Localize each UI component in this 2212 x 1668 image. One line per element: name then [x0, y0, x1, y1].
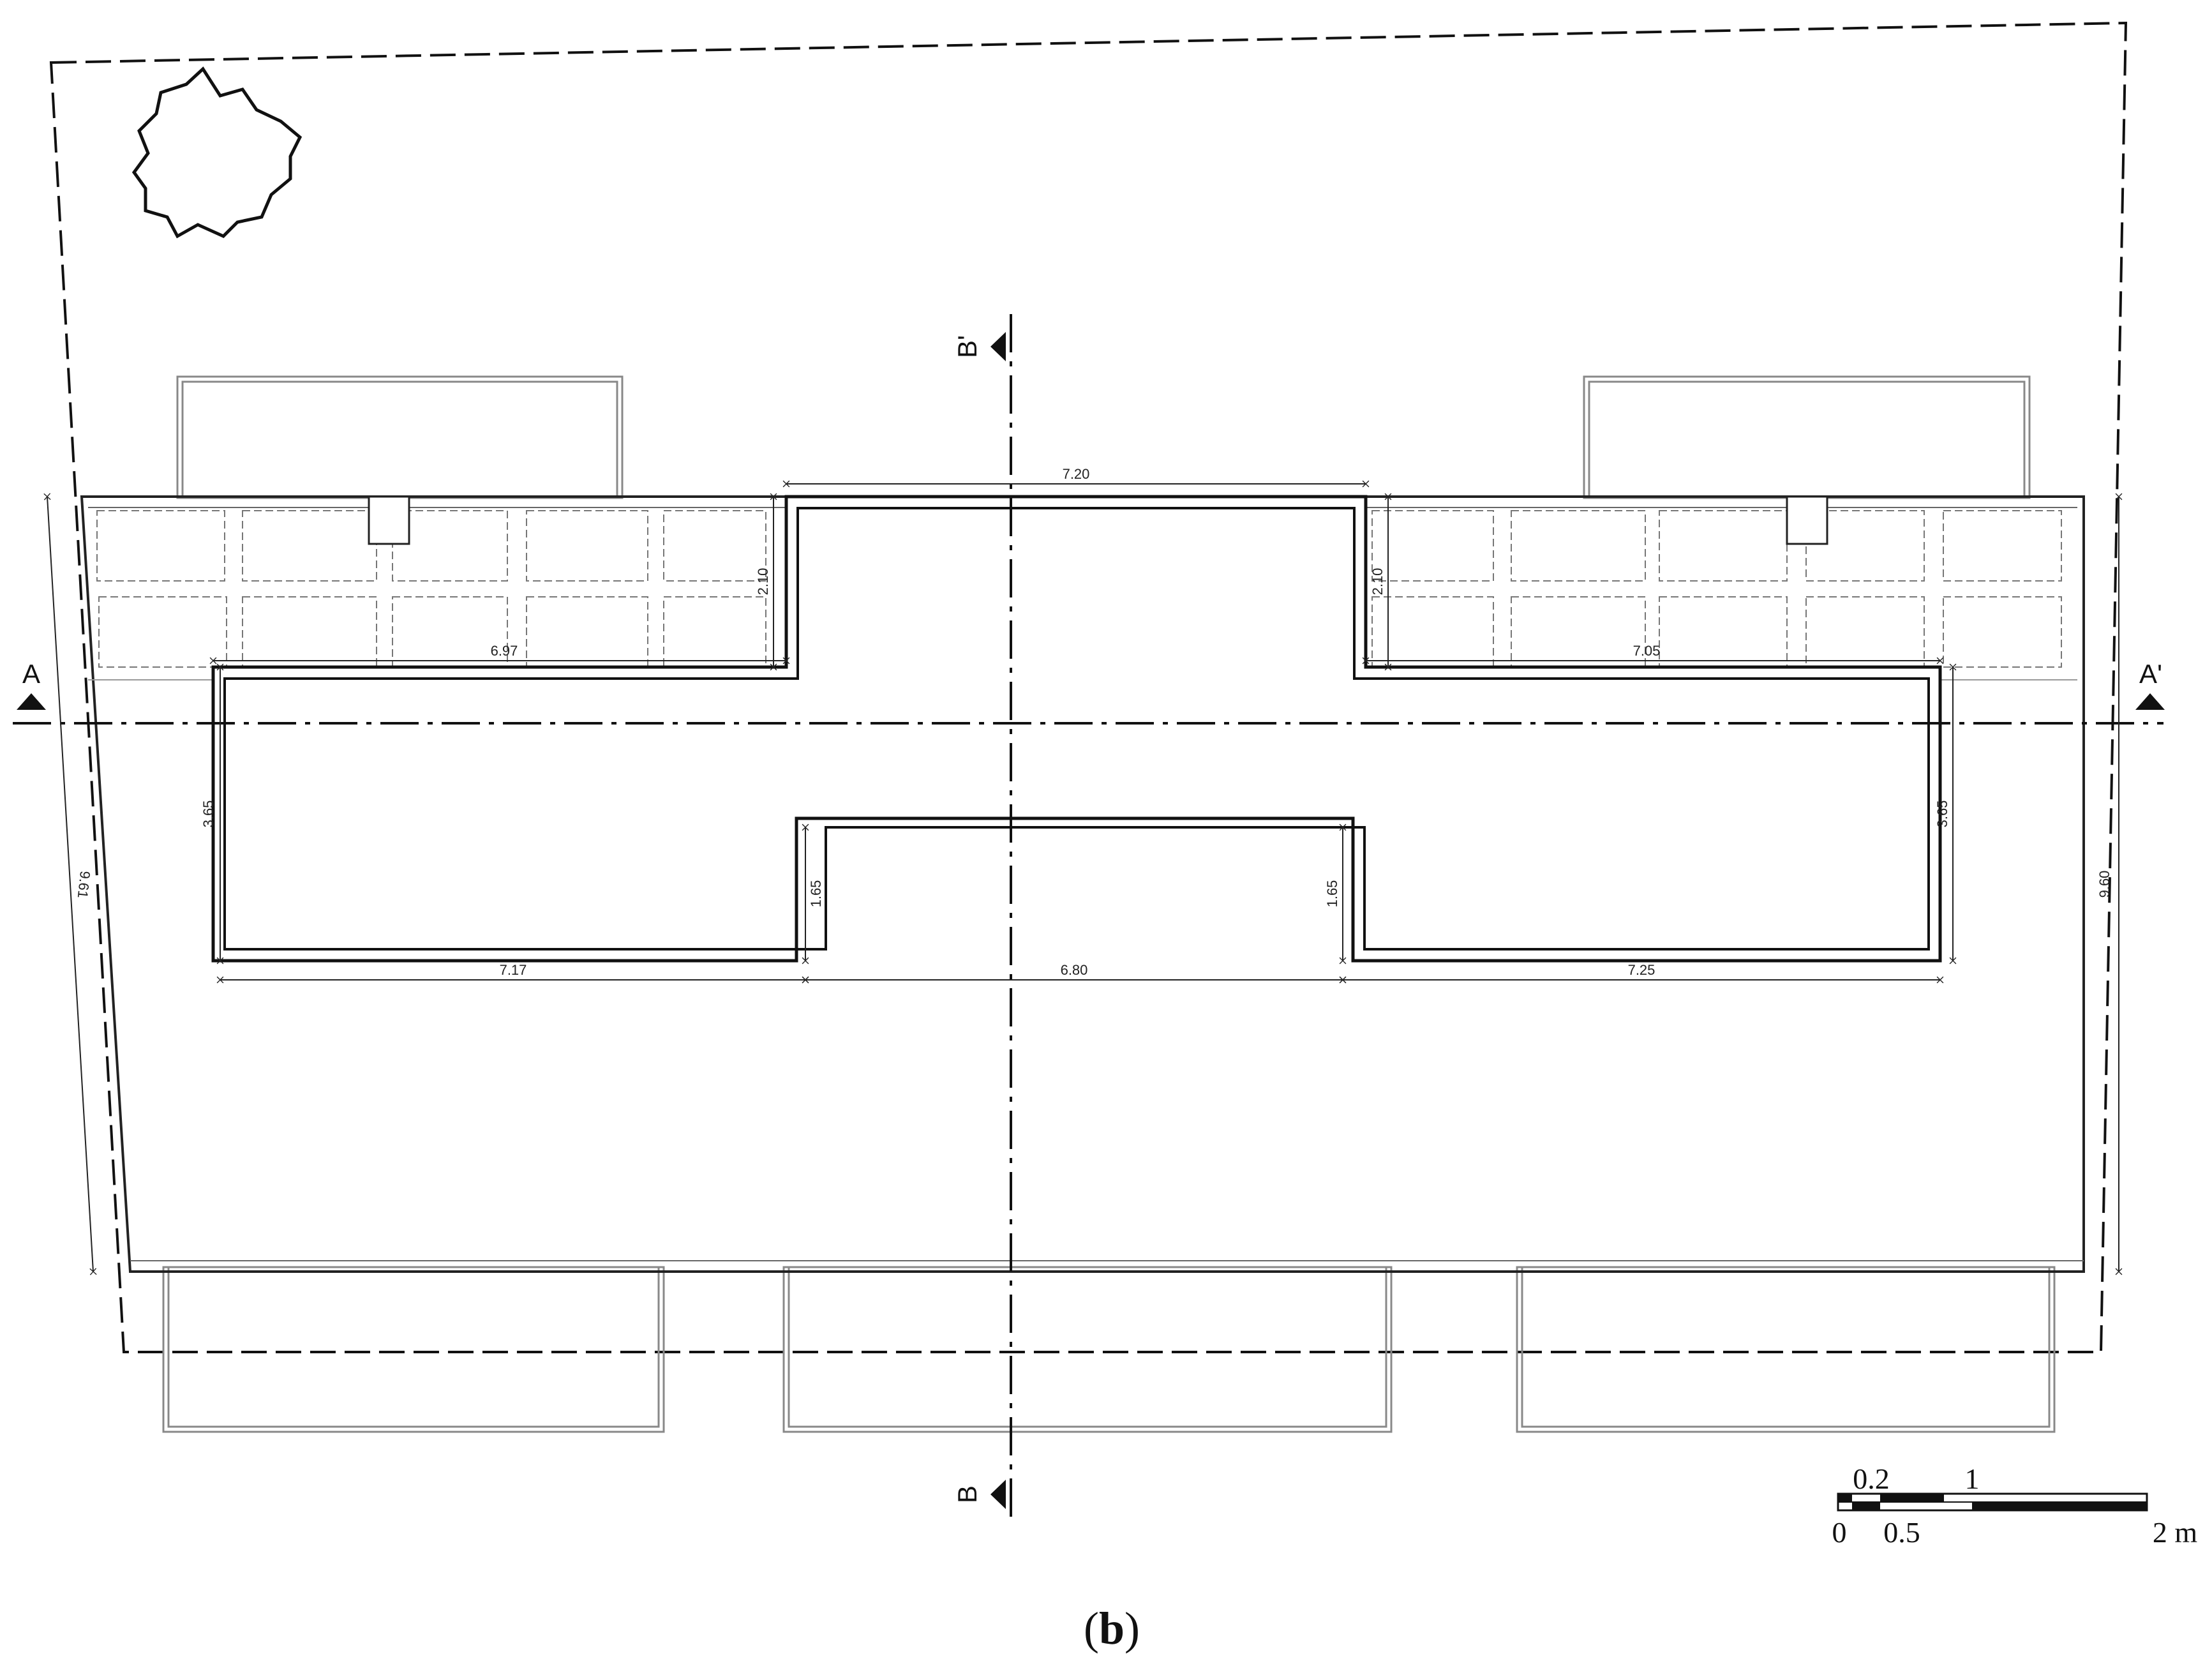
dim-right-depth: 3.65: [1934, 800, 1950, 828]
section-marker-b-prime: B': [952, 332, 1006, 361]
caption-close: ): [1125, 1603, 1140, 1654]
section-label-a-prime: A': [2139, 659, 2162, 689]
section-label-b: B: [952, 1485, 982, 1503]
section-marker-a-prime: A': [2135, 659, 2165, 710]
upper-balcony-left: [176, 375, 624, 499]
scale-label-0: 0: [1832, 1516, 1847, 1549]
lower-balcony-center: [782, 1266, 1393, 1433]
section-marker-a: A: [17, 659, 46, 710]
dimension-lines: [43, 480, 2123, 1275]
scale-label-0-5: 0.5: [1883, 1516, 1920, 1549]
caption-letter: b: [1099, 1603, 1125, 1654]
scale-label-0-2: 0.2: [1853, 1462, 1890, 1495]
lower-balcony-right: [1516, 1266, 2056, 1433]
chimney-right: [1786, 495, 1828, 545]
dim-left-depth: 3.65: [200, 800, 216, 828]
roof-grid-left: [96, 510, 766, 668]
scale-bar: [1837, 1492, 2148, 1512]
figure-caption: (b): [1084, 1603, 1140, 1654]
dim-site-right-side: 9.60: [2096, 871, 2112, 898]
upper-balcony-right: [1583, 375, 2031, 499]
dim-bottom-mid-length: 6.80: [1061, 962, 1088, 978]
wall-outline: [211, 495, 1942, 963]
caption-open: (: [1084, 1603, 1099, 1654]
tree-symbol: [131, 66, 303, 239]
dim-site-left-side: 9.61: [75, 870, 93, 899]
lower-balcony-left: [162, 1266, 665, 1433]
dim-north-wing-left-depth: 2.10: [755, 568, 771, 596]
roof-grid-right: [1371, 510, 2062, 668]
dim-bottom-left-length: 7.17: [500, 962, 527, 978]
section-label-b-prime: B': [952, 335, 982, 358]
site-boundary: [49, 21, 2128, 1353]
scale-label-2m: 2 m: [2153, 1516, 2198, 1549]
section-marker-b: B: [952, 1480, 1006, 1509]
dim-bottom-right-length: 7.25: [1628, 962, 1655, 978]
dim-top-left-length: 6.97: [491, 643, 518, 659]
dim-inner-right-depth: 1.65: [1324, 880, 1340, 908]
dim-inner-left-depth: 1.65: [808, 880, 824, 908]
dim-top-right-length: 7.05: [1633, 643, 1661, 659]
dim-north-wing-right-depth: 2.10: [1370, 568, 1386, 596]
scale-label-1: 1: [1965, 1462, 1980, 1495]
chimney-left: [368, 495, 410, 545]
dim-north-wing-width: 7.20: [1063, 466, 1090, 482]
section-label-a: A: [22, 659, 40, 689]
wall-outline-inner: [223, 507, 1930, 950]
